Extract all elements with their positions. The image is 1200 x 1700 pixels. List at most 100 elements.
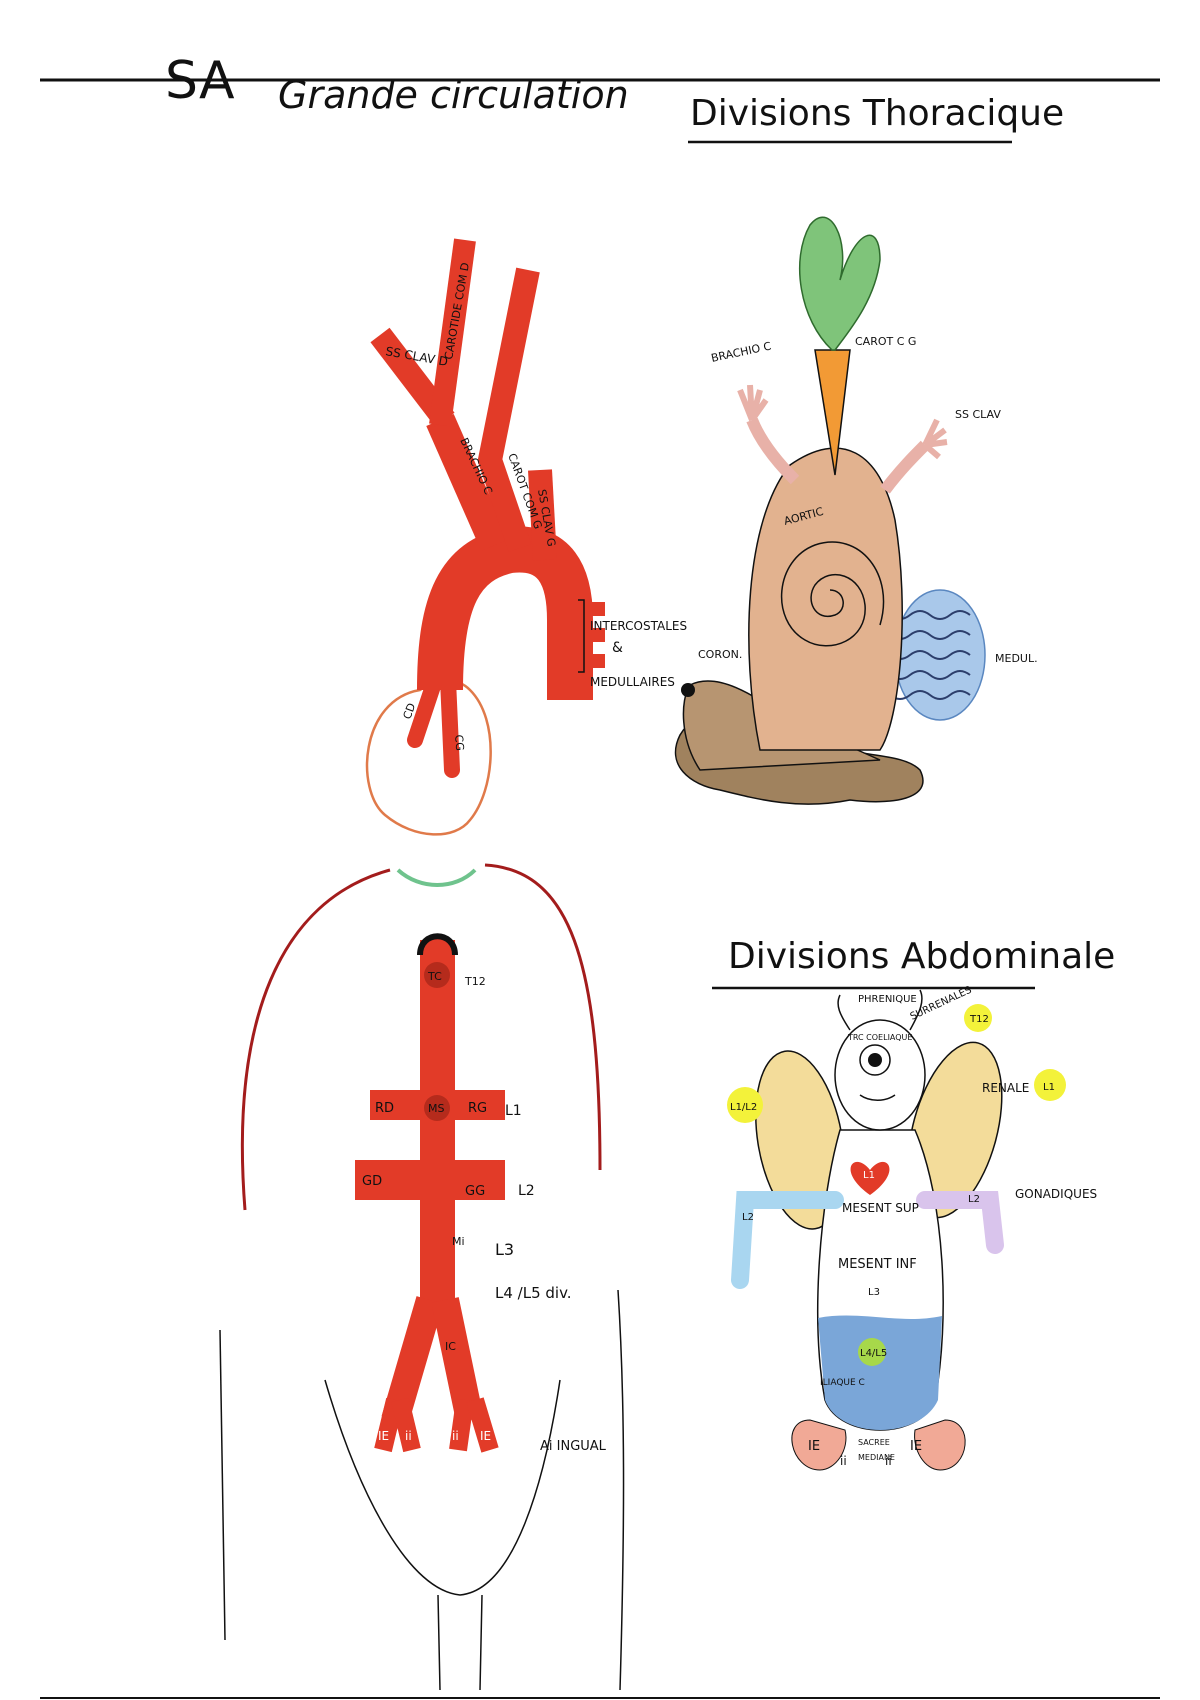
label-ii-right: ii	[452, 1429, 459, 1443]
creature-pupil	[868, 1053, 882, 1067]
intercostal-branch-3	[570, 654, 605, 668]
label-gd: GD	[362, 1174, 382, 1189]
left-common-carotid	[477, 267, 540, 552]
label-abd-ie-left: IE	[808, 1439, 820, 1454]
aortic-arch-diagram	[365, 238, 605, 836]
internal-iliac-left	[391, 1397, 421, 1453]
abdominal-aorta-trunk	[420, 940, 455, 1320]
arm-left	[746, 417, 800, 485]
label-thoracic-carot: CAROT C G	[855, 335, 916, 348]
label-abd-ii-left: ii	[840, 1454, 847, 1468]
intercostal-branch-2	[570, 628, 605, 642]
gonadal-branch	[355, 1160, 505, 1200]
label-abd-l4l5: L4/L5	[860, 1348, 887, 1359]
aorta-cap	[417, 933, 458, 956]
abdominal-creature	[727, 989, 1066, 1471]
label-l2-left: L2	[742, 1212, 754, 1223]
creature-mouth	[859, 1094, 896, 1101]
label-ms: MS	[428, 1102, 444, 1115]
arm-right	[880, 440, 930, 494]
label-ie-left: IE	[378, 1429, 389, 1443]
coronary-left	[440, 672, 460, 778]
legs-outline	[437, 1594, 483, 1691]
lower-body-water	[818, 1315, 942, 1430]
label-l1l2: L1/L2	[730, 1102, 757, 1113]
highlight-l1	[1034, 1069, 1066, 1101]
label-l1-heart: L1	[863, 1170, 875, 1181]
label-rg: RG	[468, 1101, 487, 1116]
label-amp: &	[612, 640, 623, 656]
label-phrenique: PHRENIQUE	[858, 994, 917, 1005]
label-mediane: MEDIANE	[858, 1453, 895, 1462]
label-ai-ingual: Ai INGUAL	[540, 1439, 607, 1454]
label-thoracic-ss-clav: SS CLAV	[955, 408, 1001, 421]
label-ie-right: IE	[480, 1429, 491, 1443]
label-medullaires: MEDULLAIRES	[590, 675, 675, 689]
right-common-carotid	[429, 238, 476, 427]
diaphragm-green	[396, 868, 477, 887]
label-l2-right: L2	[968, 1194, 980, 1205]
ms-node	[424, 1095, 450, 1121]
snail-shell	[748, 447, 903, 751]
left-subclavian	[528, 469, 557, 561]
label-sacree: SACREE	[858, 1438, 890, 1447]
external-iliac-right	[466, 1397, 499, 1453]
arm-right-gonadal	[916, 1191, 1004, 1254]
creature-head	[834, 1019, 926, 1131]
label-renale: RENALE	[982, 1081, 1029, 1095]
heart-icon	[850, 1161, 890, 1195]
label-surrenales: SURRENALES	[909, 985, 974, 1023]
header-code: SA	[165, 51, 235, 111]
intercostal-branch-1	[570, 602, 605, 616]
label-l2: L2	[518, 1183, 535, 1199]
brachiocephalic-trunk	[426, 413, 509, 552]
label-l3: L3	[495, 1240, 514, 1259]
snail-cartoon	[674, 216, 986, 805]
foot-left	[791, 1419, 847, 1471]
antennae	[837, 989, 923, 1031]
highlight-t12	[964, 1004, 992, 1032]
label-mi: Mi	[452, 1235, 465, 1248]
highlight-l1l2	[727, 1087, 763, 1123]
diaphragm-arc	[240, 863, 602, 1211]
shell-spiral	[780, 541, 885, 647]
label-gg: GG	[465, 1184, 485, 1199]
label-cg: CG	[452, 734, 466, 751]
heart-outline	[365, 679, 492, 836]
label-iliaque-c: ILIAQUE C	[820, 1378, 865, 1388]
label-abd-l3: L3	[868, 1287, 880, 1298]
label-mesent-inf: MESENT INF	[838, 1257, 917, 1272]
label-l1: L1	[505, 1103, 522, 1119]
label-thoracic-medul: MEDUL.	[995, 652, 1038, 665]
label-thoracic-brachio: BRACHIO C	[710, 339, 773, 364]
label-tc: TC	[427, 970, 442, 983]
tc-node	[424, 962, 450, 988]
header-title: Grande circulation	[278, 73, 629, 117]
intercostal-bracket	[578, 599, 585, 673]
label-rd: RD	[375, 1101, 394, 1116]
label-abd-ii-right: ii	[885, 1454, 892, 1468]
label-mesent-sup: MESENT SUP	[842, 1201, 919, 1215]
internal-iliac-right	[449, 1398, 474, 1452]
label-abd-ie-right: IE	[910, 1439, 922, 1454]
hand-left	[737, 384, 769, 422]
label-abd-l1: L1	[1043, 1082, 1055, 1093]
foot-right	[914, 1419, 966, 1471]
thoracic-title: Divisions Thoracique	[690, 93, 1064, 134]
right-common-iliac	[431, 1297, 484, 1423]
label-gonadiques: GONADIQUES	[1015, 1187, 1097, 1201]
pelvis-outline	[324, 1379, 561, 1596]
snail-eye	[681, 683, 695, 697]
highlight-l4l5	[858, 1338, 886, 1366]
abdominal-aorta-diagram	[355, 933, 505, 1453]
aortic-arch	[417, 526, 593, 700]
label-cd: CD	[401, 701, 419, 721]
carrot-leaves	[799, 216, 881, 351]
label-tc-coeliaque: TRC COELIAQUE	[847, 1033, 912, 1042]
label-t12: T12	[464, 975, 486, 988]
arm-left-gonadal	[731, 1191, 844, 1289]
label-thoracic-coron: CORON.	[698, 648, 742, 661]
label-ii-left: ii	[405, 1429, 412, 1443]
hand-right	[922, 418, 948, 460]
